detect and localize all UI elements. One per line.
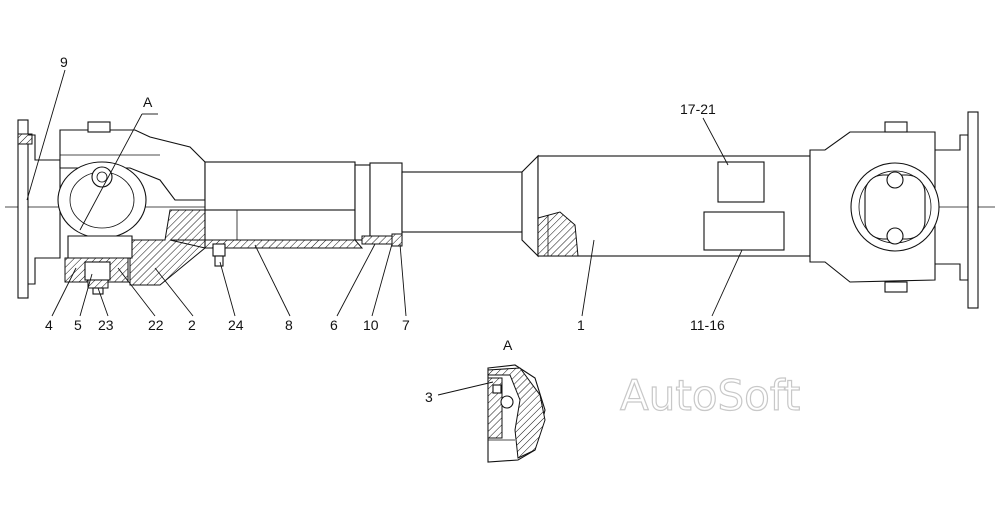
- watermark: AutoSoft: [620, 371, 800, 420]
- label-24: 24: [228, 317, 244, 333]
- label-5: 5: [74, 317, 82, 333]
- label-9: 9: [60, 54, 68, 70]
- label-a-top: A: [143, 94, 153, 110]
- left-shaft: [169, 161, 403, 267]
- left-yoke: [57, 121, 206, 295]
- detail-a: [487, 364, 546, 463]
- label-a-detail: A: [503, 337, 513, 353]
- label-1: 1: [577, 317, 585, 333]
- main-tube: [537, 155, 811, 257]
- label-17-21: 17-21: [680, 101, 716, 117]
- label-3: 3: [425, 389, 433, 405]
- label-6: 6: [330, 317, 338, 333]
- middle-shaft: [401, 154, 539, 258]
- left-flange: [17, 119, 61, 299]
- right-flange: [935, 111, 979, 309]
- label-7: 7: [402, 317, 410, 333]
- leader-lines: [26, 69, 743, 396]
- label-2: 2: [188, 317, 196, 333]
- label-8: 8: [285, 317, 293, 333]
- label-4: 4: [45, 317, 53, 333]
- label-11-16: 11-16: [690, 317, 725, 333]
- label-10: 10: [363, 317, 379, 333]
- right-yoke: [809, 121, 940, 293]
- label-23: 23: [98, 317, 114, 333]
- label-22: 22: [148, 317, 164, 333]
